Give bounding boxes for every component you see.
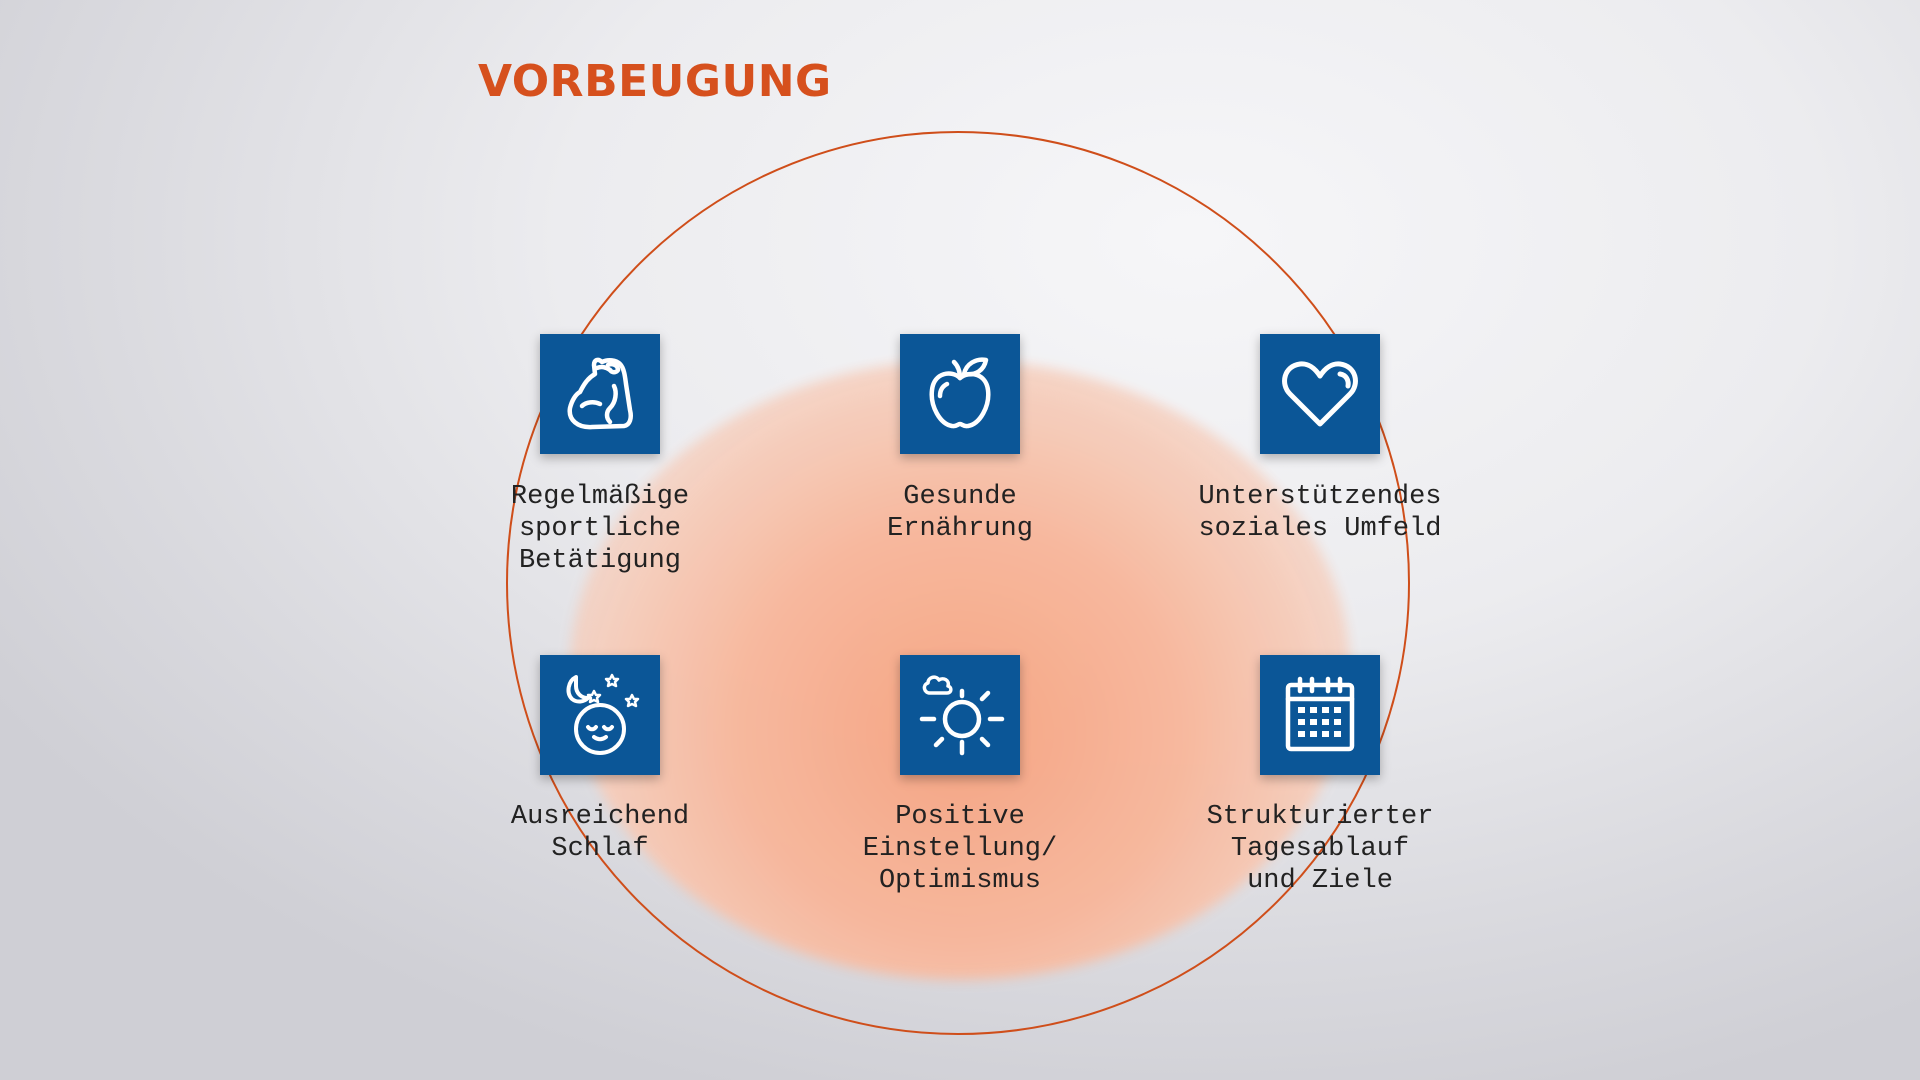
- label-optimism: Positive Einstellung/ Optimismus: [862, 802, 1058, 896]
- label-structure: Strukturierter Tagesablauf und Ziele: [1206, 802, 1434, 896]
- sleeping-face-moon-icon: [566, 673, 640, 755]
- label-sleep: Ausreichend Schlaf: [510, 802, 690, 864]
- page-title: VORBEUGUNG: [478, 56, 832, 107]
- outline-circle: [506, 131, 1410, 1035]
- tile-social: [1260, 334, 1380, 454]
- heart-icon: [1282, 361, 1358, 427]
- tile-sport: [540, 334, 660, 454]
- tile-nutrition: [900, 334, 1020, 454]
- apple-icon: [929, 357, 991, 429]
- label-social: Unterstützendes soziales Umfeld: [1198, 482, 1442, 544]
- label-nutrition: Gesunde Ernährung: [887, 482, 1033, 544]
- tile-sleep: [540, 655, 660, 775]
- tile-optimism: [900, 655, 1020, 775]
- calendar-icon: [1285, 676, 1355, 752]
- flexed-arm-icon: [567, 357, 633, 430]
- sun-cloud-icon: [919, 675, 1005, 756]
- tile-structure: [1260, 655, 1380, 775]
- label-sport: Regelmäßige sportliche Betätigung: [510, 482, 690, 576]
